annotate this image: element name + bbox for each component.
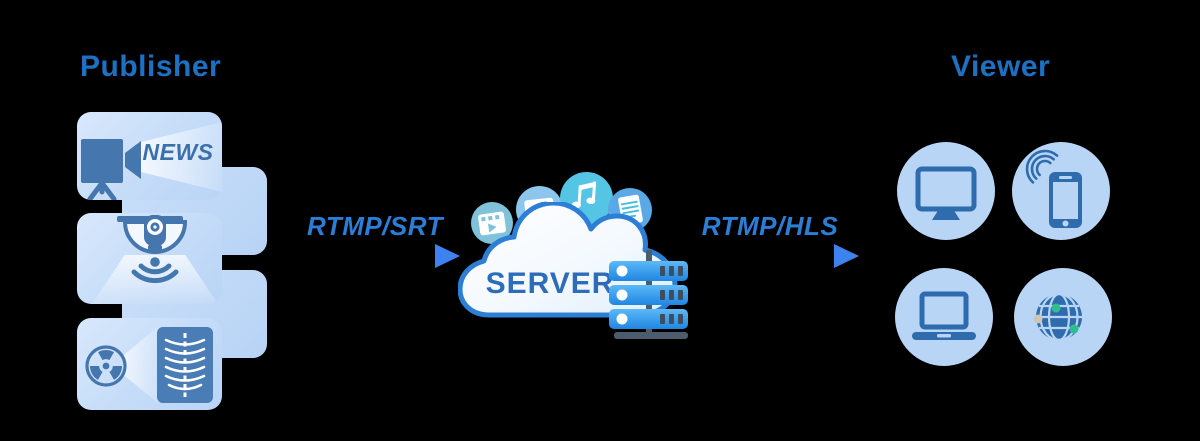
publisher-card-xray [77,318,222,410]
publisher-title: Publisher [80,50,222,83]
rack-unit [609,309,688,329]
video-player-icon [478,211,507,236]
publisher-card-news: NEWS [77,112,222,200]
globe-dot-green [1069,324,1079,334]
publisher-card-cctv [77,213,222,304]
signal-waves-icon [1025,149,1059,184]
radiation-symbol-icon [85,345,127,387]
desktop-monitor-icon [915,166,977,220]
smartphone-icon [1025,149,1082,228]
viewer-device-web [1014,268,1112,366]
globe-dot-green [1051,303,1061,313]
music-notes-icon [572,181,597,209]
arrowhead-icon [435,244,460,268]
cctv-dome-camera-icon [117,215,188,284]
viewer-device-smartphone [1012,142,1110,240]
laptop-icon [912,291,976,340]
globe-dot-beige [1033,314,1043,324]
viewer-device-desktop [897,142,995,240]
ingest-arrow [300,244,460,268]
radiation-xray-icon [85,327,213,403]
server-label: SERVER [485,267,615,300]
viewer-title: Viewer [951,50,1051,83]
ribcage-xray-icon [157,327,213,403]
news-caption: NEWS [142,139,214,165]
tv-camera-icon [81,139,141,200]
egress-arrow [703,244,859,268]
viewer-device-laptop [895,268,993,366]
rack-unit [609,261,688,281]
server-rack-icon [609,250,688,339]
media-bubble-video [471,202,513,244]
egress-protocol-label: RTMP/HLS [701,211,839,241]
globe-icon [1033,292,1082,342]
ingest-protocol-label: RTMP/SRT [307,211,443,241]
arrowhead-icon [834,244,859,268]
rack-unit [609,285,688,305]
